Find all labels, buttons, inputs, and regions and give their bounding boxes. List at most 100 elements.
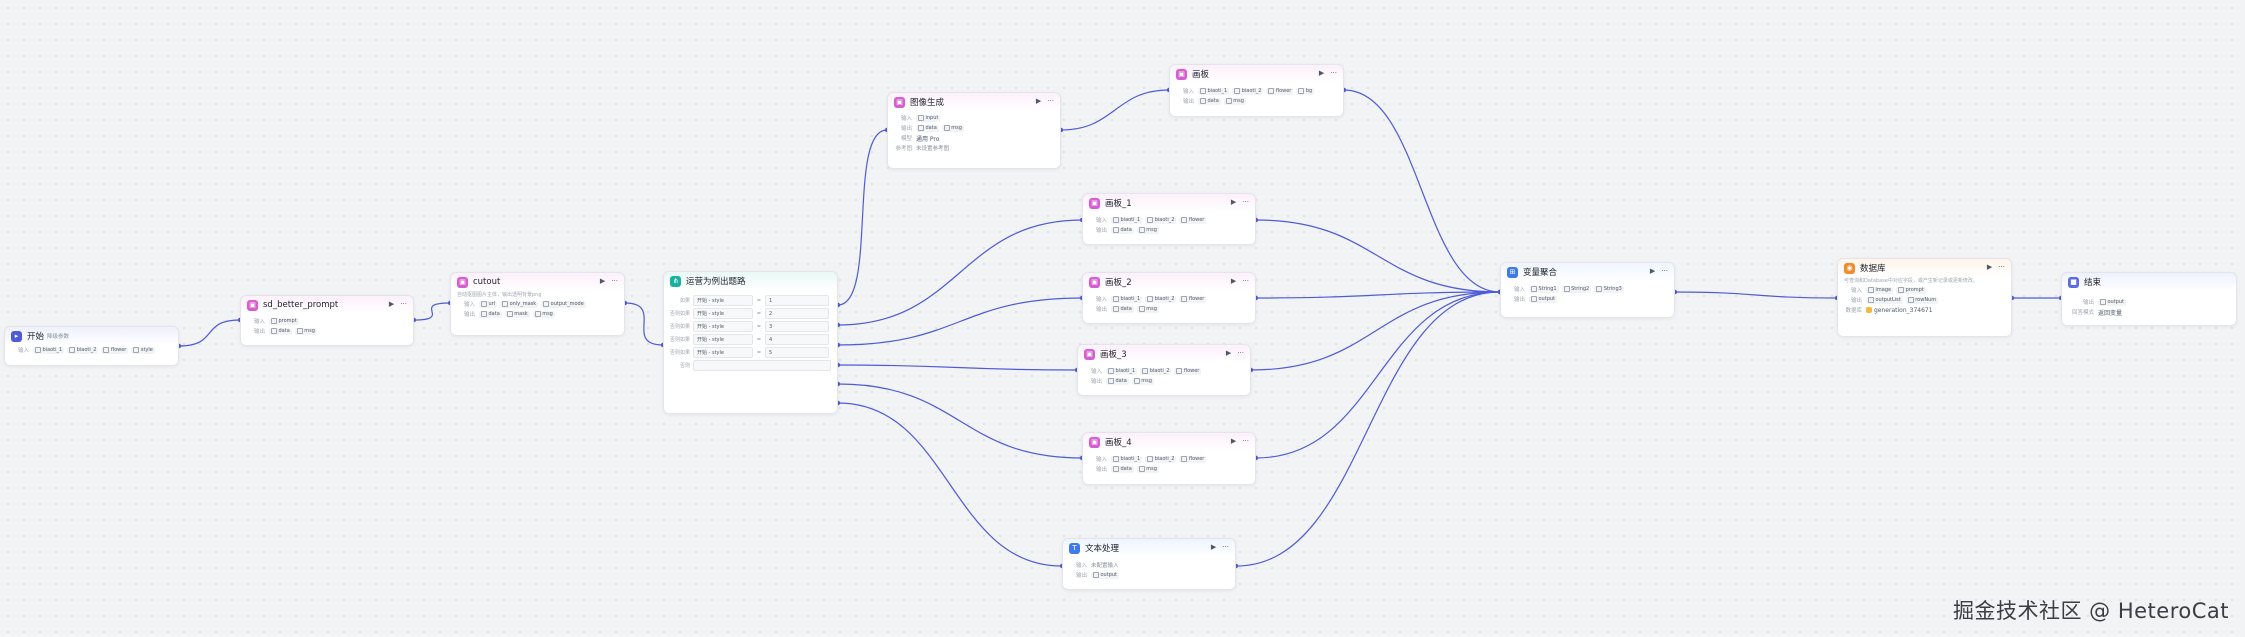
image-icon: ▣ — [894, 96, 905, 108]
more-icon[interactable]: ··· — [400, 300, 407, 308]
param-chip: outputList — [1866, 296, 1903, 304]
param-chip: output — [1091, 571, 1119, 579]
condition-branch-node[interactable]: ⋔ 运营为例出题路 如果 开始 - style= 1 否则如果 开始 - sty… — [663, 271, 838, 414]
aggregate-icon: ⊞ — [1507, 266, 1518, 278]
condition-row[interactable]: 否则如果 开始 - style= 5 — [664, 346, 837, 359]
condition-row[interactable]: 否则如果 开始 - style= 2 — [664, 307, 837, 320]
model-label: 模型 — [900, 136, 912, 142]
param-chip: output — [2098, 298, 2126, 306]
more-icon[interactable]: ··· — [1047, 97, 1054, 105]
run-icon[interactable]: ▶ — [388, 300, 395, 308]
end-node[interactable]: ■ 结束 输出 output 回答模式 返回变量 — [2061, 272, 2237, 326]
end-icon: ■ — [2068, 276, 2079, 288]
input-label: 输入 — [900, 116, 912, 122]
param-chip: prompt — [269, 317, 299, 325]
node-title: 画板_3 — [1100, 350, 1127, 360]
canvas-node[interactable]: ▣ 画板_4 ▶··· 输入 biaoti_1 biaoti_2 flower … — [1082, 432, 1256, 485]
param-chip: String2 — [1561, 285, 1592, 293]
canvas-node[interactable]: ▣ 画板_2 ▶··· 输入 biaoti_1 biaoti_2 flower … — [1082, 272, 1256, 324]
canvas-node[interactable]: ▣ 画板_3 ▶··· 输入 biaoti_1 biaoti_2 flower … — [1077, 344, 1251, 396]
run-icon[interactable]: ▶ — [1210, 543, 1217, 551]
param-chip: rowNum — [1905, 296, 1939, 304]
run-icon[interactable]: ▶ — [599, 277, 606, 285]
param-chip: flower — [1174, 367, 1202, 375]
param-chip: biaoti_1 — [1111, 455, 1143, 463]
param-chip: style — [131, 346, 155, 354]
text-processing-node[interactable]: T 文本处理 ▶··· 输入 未配置输入 输出 output — [1062, 538, 1236, 590]
param-chip: url — [479, 300, 498, 308]
run-icon[interactable]: ▶ — [1986, 263, 1993, 271]
database-value[interactable]: generation_374671 — [1866, 307, 1933, 314]
more-icon[interactable]: ··· — [1242, 277, 1249, 285]
output-label: 输出 — [1850, 298, 1862, 304]
param-chip: flower — [1179, 295, 1207, 303]
param-chip: mask — [504, 310, 530, 318]
start-icon: ▸ — [11, 330, 22, 342]
node-title: cutout — [473, 277, 501, 287]
image-generation-node[interactable]: ▣ 图像生成 ▶··· 输入 input 输出 data msg 模型 通用 P… — [887, 92, 1061, 169]
node-title: 文本处理 — [1085, 544, 1120, 554]
input-label: 输入 — [1095, 297, 1107, 303]
condition-row[interactable]: 如果 开始 - style= 1 — [664, 294, 837, 307]
plugin-icon: ▣ — [457, 276, 468, 288]
canvas-node[interactable]: ▣ 画板_1 ▶··· 输入 biaoti_1 biaoti_2 flower … — [1082, 193, 1256, 245]
run-icon[interactable]: ▶ — [1225, 349, 1232, 357]
output-label: 输出 — [1075, 573, 1087, 579]
run-icon[interactable]: ▶ — [1318, 69, 1325, 77]
param-chip: biaoti_2 — [1145, 455, 1177, 463]
more-icon[interactable]: ··· — [1998, 263, 2005, 271]
more-icon[interactable]: ··· — [1330, 69, 1337, 77]
param-chip: msg — [1223, 97, 1246, 105]
run-icon[interactable]: ▶ — [1230, 198, 1237, 206]
param-chip: msg — [941, 124, 964, 132]
variable-aggregate-node[interactable]: ⊞ 变量聚合 ▶··· 输入 String1 String2 String3 输… — [1500, 262, 1675, 318]
more-icon[interactable]: ··· — [1242, 437, 1249, 445]
canvas-icon: ▣ — [1089, 197, 1100, 209]
reference-value: 未设置参考图 — [916, 146, 950, 152]
else-row[interactable]: 否则 — [664, 359, 837, 372]
branch-icon: ⋔ — [670, 275, 681, 287]
param-chip: msg — [532, 310, 555, 318]
param-chip: flower — [1179, 216, 1207, 224]
param-chip: String3 — [1594, 285, 1624, 293]
param-chip: input — [916, 114, 941, 122]
more-icon[interactable]: ··· — [1237, 349, 1244, 357]
run-icon[interactable]: ▶ — [1230, 437, 1237, 445]
param-chip: biaoti_2 — [1140, 367, 1172, 375]
run-icon[interactable]: ▶ — [1230, 277, 1237, 285]
param-chip: String1 — [1529, 285, 1559, 293]
param-chip: flower — [101, 346, 129, 354]
param-chip: msg — [294, 327, 317, 335]
run-icon[interactable]: ▶ — [1649, 267, 1656, 275]
more-icon[interactable]: ··· — [611, 277, 618, 285]
param-chip: data — [1111, 226, 1134, 234]
database-node[interactable]: ◉ 数据库 ▶··· 可查询和Database中对应字段，或产生新记录或更新修改… — [1837, 258, 2012, 337]
run-icon[interactable]: ▶ — [1035, 97, 1042, 105]
canvas-node[interactable]: ▣ 画板 ▶··· 输入 biaoti_1 biaoti_2 flower bg… — [1169, 64, 1344, 117]
input-label: 输入 — [1182, 89, 1194, 95]
output-label: 输出 — [1513, 297, 1525, 303]
cutout-node[interactable]: ▣ cutout ▶··· 自动抠图图片主体，输出透明背景png 输入 url … — [450, 272, 625, 336]
condition-row[interactable]: 否则如果 开始 - style= 3 — [664, 320, 837, 333]
more-icon[interactable]: ··· — [1661, 267, 1668, 275]
node-title: 数据库 — [1860, 264, 1886, 274]
param-chip: biaoti_1 — [1111, 295, 1143, 303]
param-chip: only_mask — [500, 300, 539, 308]
database-label: 数据库 — [1845, 308, 1862, 314]
node-title: 画板 — [1192, 70, 1210, 80]
condition-row[interactable]: 否则如果 开始 - style= 4 — [664, 333, 837, 346]
start-node[interactable]: ▸ 开始 降级参数 输入 biaoti_1 biaoti_2 flower st… — [4, 326, 179, 366]
node-title: 画板_4 — [1105, 438, 1132, 448]
input-label: 输入 — [1075, 563, 1087, 569]
param-chip: msg — [1136, 305, 1159, 313]
param-chip: msg — [1136, 226, 1159, 234]
input-label: 输入 — [463, 302, 475, 308]
sd-better-prompt-node[interactable]: ▣ sd_better_prompt ▶··· 输入 prompt 输出 dat… — [240, 295, 414, 346]
mode-label: 回答模式 — [2071, 310, 2094, 316]
more-icon[interactable]: ··· — [1222, 543, 1229, 551]
param-chip: biaoti_2 — [1145, 216, 1177, 224]
param-chip: data — [1198, 97, 1221, 105]
node-title: 变量聚合 — [1523, 268, 1558, 278]
more-icon[interactable]: ··· — [1242, 198, 1249, 206]
param-chip: biaoti_1 — [1106, 367, 1138, 375]
